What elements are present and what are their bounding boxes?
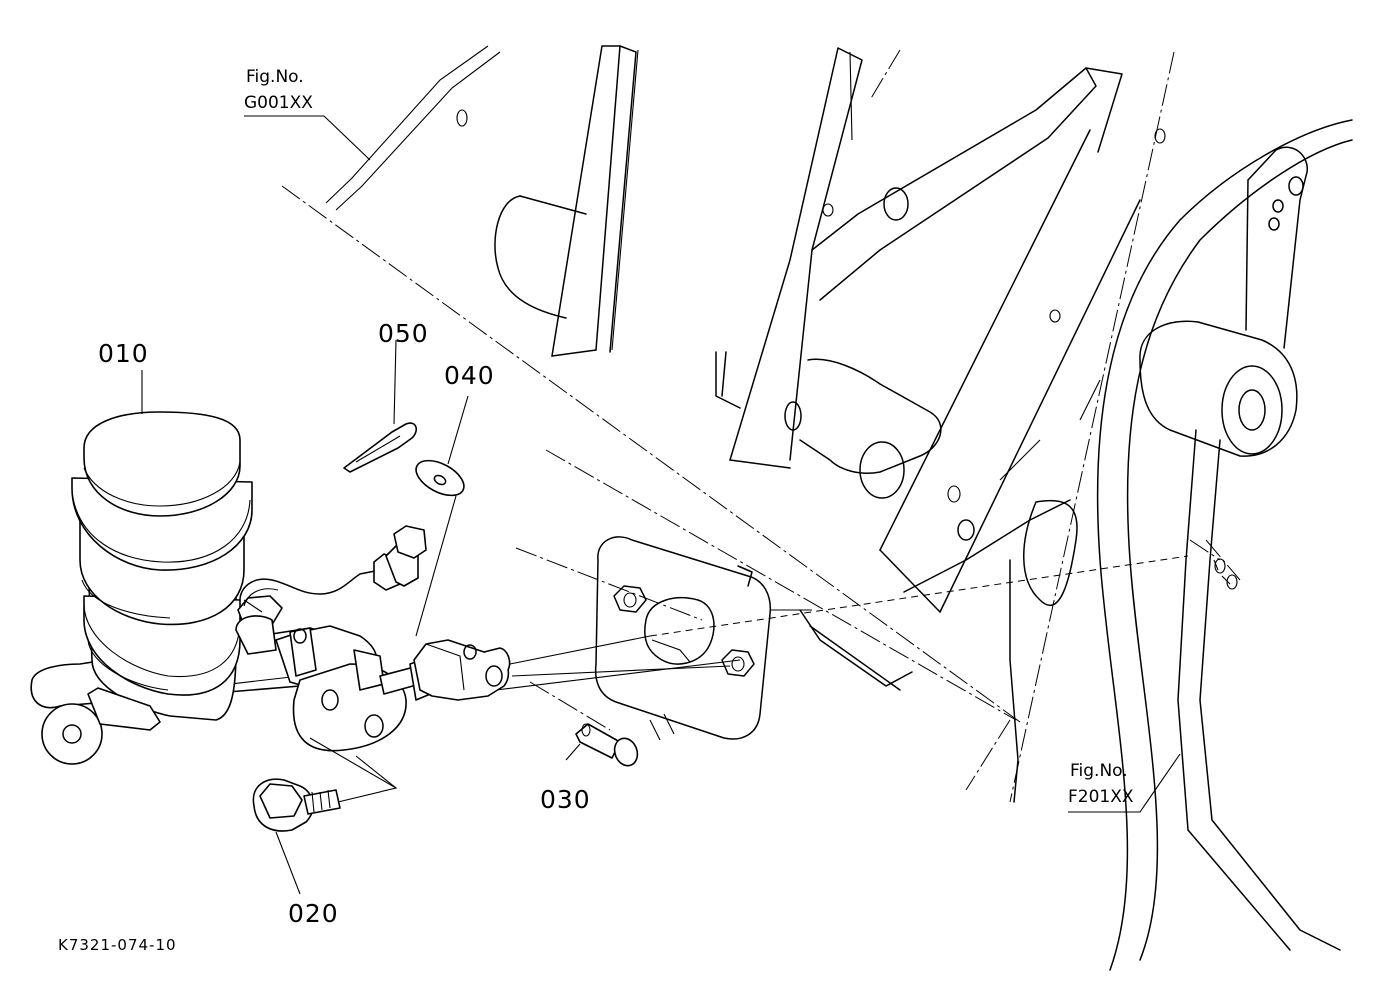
drawing-code: K7321-074-10 [58,936,177,954]
clevis-pin [575,723,639,767]
part-label-050: 050 [378,319,429,348]
part-label-040: 040 [444,361,495,390]
master-cylinder [30,411,441,765]
mounting-plate [594,536,812,741]
part-label-020: 020 [288,899,339,928]
assembly-axis [495,555,1238,691]
flange-bolt [252,778,341,832]
fig-ref-g001-line2: G001XX [244,93,313,113]
leader-lines [141,115,1181,895]
fig-ref-g001-line1: Fig.No. [246,67,304,87]
labels: 010 020 030 040 050 Fig.No. G001XX Fig.N… [58,67,1134,954]
part-label-030: 030 [540,785,591,814]
clevis-yoke [413,639,511,701]
center-lines [281,49,1241,803]
washer [415,459,465,497]
fig-ref-f201-line1: Fig.No. [1070,761,1128,781]
fig-ref-f201-line2: F201XX [1068,787,1134,807]
frame-structure [325,45,1353,971]
part-label-010: 010 [98,339,149,368]
cotter-pin [343,422,418,473]
